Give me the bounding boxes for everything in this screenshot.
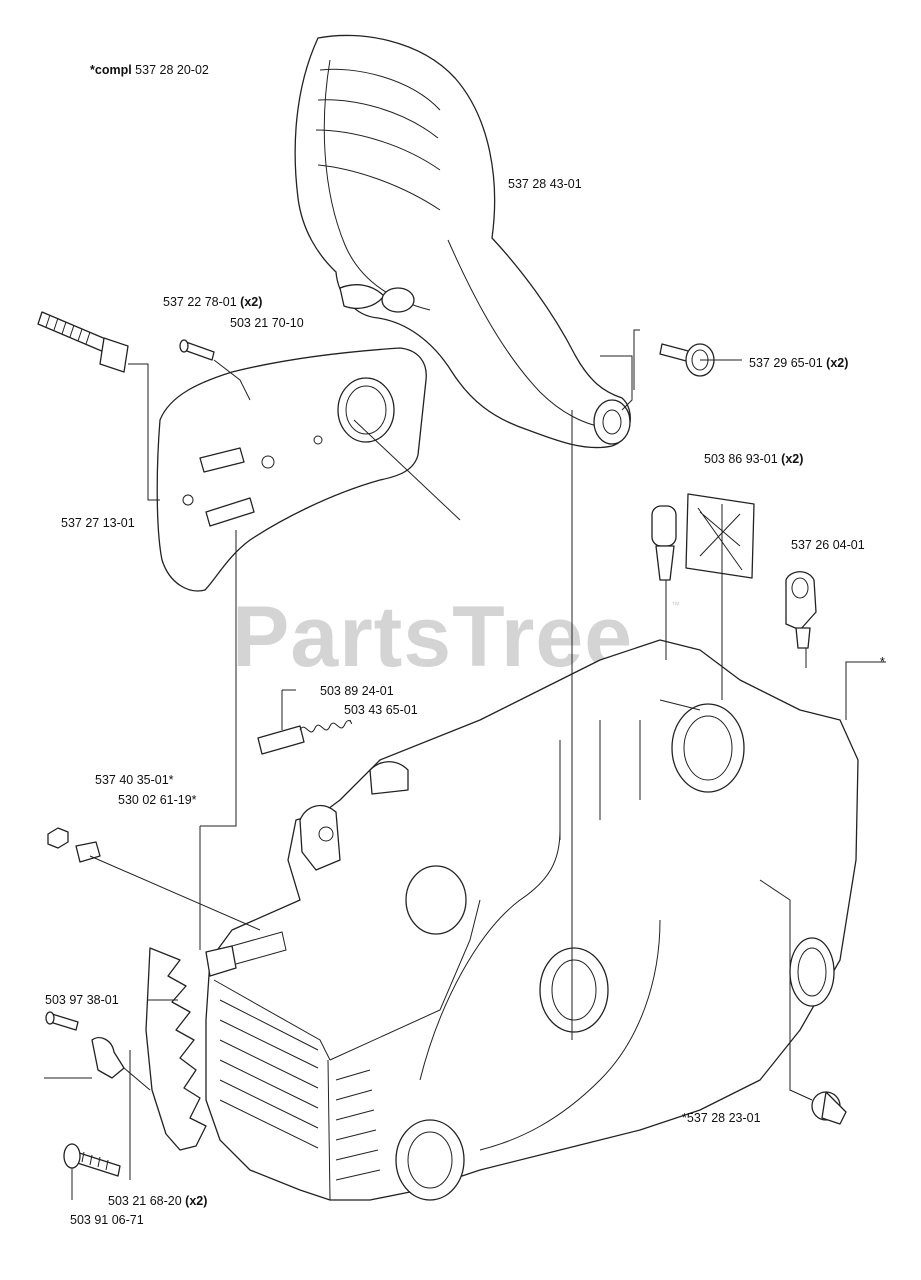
spring-drawing	[257, 719, 353, 755]
guide-plate-label: 537 27 13-01	[61, 516, 135, 530]
bolt-pair-label: 537 22 78-01 (x2)	[163, 295, 262, 309]
screw-right-qty: (x2)	[826, 356, 849, 370]
spring-a-label: 503 89 24-01	[320, 684, 394, 698]
spring-b-label: 503 43 65-01	[344, 703, 418, 717]
cover-label: 537 28 43-01	[508, 177, 582, 191]
compl-prefix: *compl	[90, 63, 132, 77]
screw-pair-label: 503 21 68-20 (x2)	[108, 1194, 207, 1208]
screw-bottom-label: 503 91 06-71	[70, 1213, 144, 1227]
screw-right-label: 537 29 65-01 (x2)	[749, 356, 848, 370]
bolt-pair-number: 537 22 78-01	[163, 295, 237, 309]
long-bolt-drawing	[37, 311, 129, 373]
screw-pair-qty: (x2)	[185, 1194, 208, 1208]
clip-pair-qty: (x2)	[781, 452, 804, 466]
compl-label: *compl 537 28 20-02	[90, 63, 209, 77]
bumper-spike-drawing	[145, 947, 207, 1151]
clip-pair-number: 503 86 93-01	[704, 452, 778, 466]
nut-drawing	[47, 827, 101, 863]
compl-number: 537 28 20-02	[135, 63, 209, 77]
screw-right-number: 537 29 65-01	[749, 356, 823, 370]
stud-a-label: 537 40 35-01*	[95, 773, 174, 787]
screw-pair-number: 503 21 68-20	[108, 1194, 182, 1208]
stud-drawing	[205, 931, 287, 977]
watermark-trademark: ™	[671, 600, 680, 610]
crankcase-label: *537 28 23-01	[682, 1111, 761, 1125]
clip-pair-label: 503 86 93-01 (x2)	[704, 452, 803, 466]
clamp-label: 537 26 04-01	[791, 538, 865, 552]
bolt-pair-qty: (x2)	[240, 295, 263, 309]
lower-screw-drawing	[45, 1011, 125, 1177]
crankcase-drawing	[205, 639, 859, 1201]
guide-plate-drawing	[156, 347, 427, 592]
leader-lines	[44, 329, 886, 1200]
clamp-drawing	[785, 571, 817, 649]
star-label: *	[880, 655, 885, 669]
bumper-label: 503 97 38-01	[45, 993, 119, 1007]
chain-brake-cover-drawing	[294, 34, 631, 449]
small-screw-drawing	[179, 339, 215, 361]
plug-drawing	[811, 1091, 847, 1125]
watermark-text: PartsTree	[232, 589, 634, 685]
stud-b-label: 530 02 61-19*	[118, 793, 197, 807]
clip-drawing	[651, 493, 755, 581]
bolt-screw-label: 503 21 70-10	[230, 316, 304, 330]
